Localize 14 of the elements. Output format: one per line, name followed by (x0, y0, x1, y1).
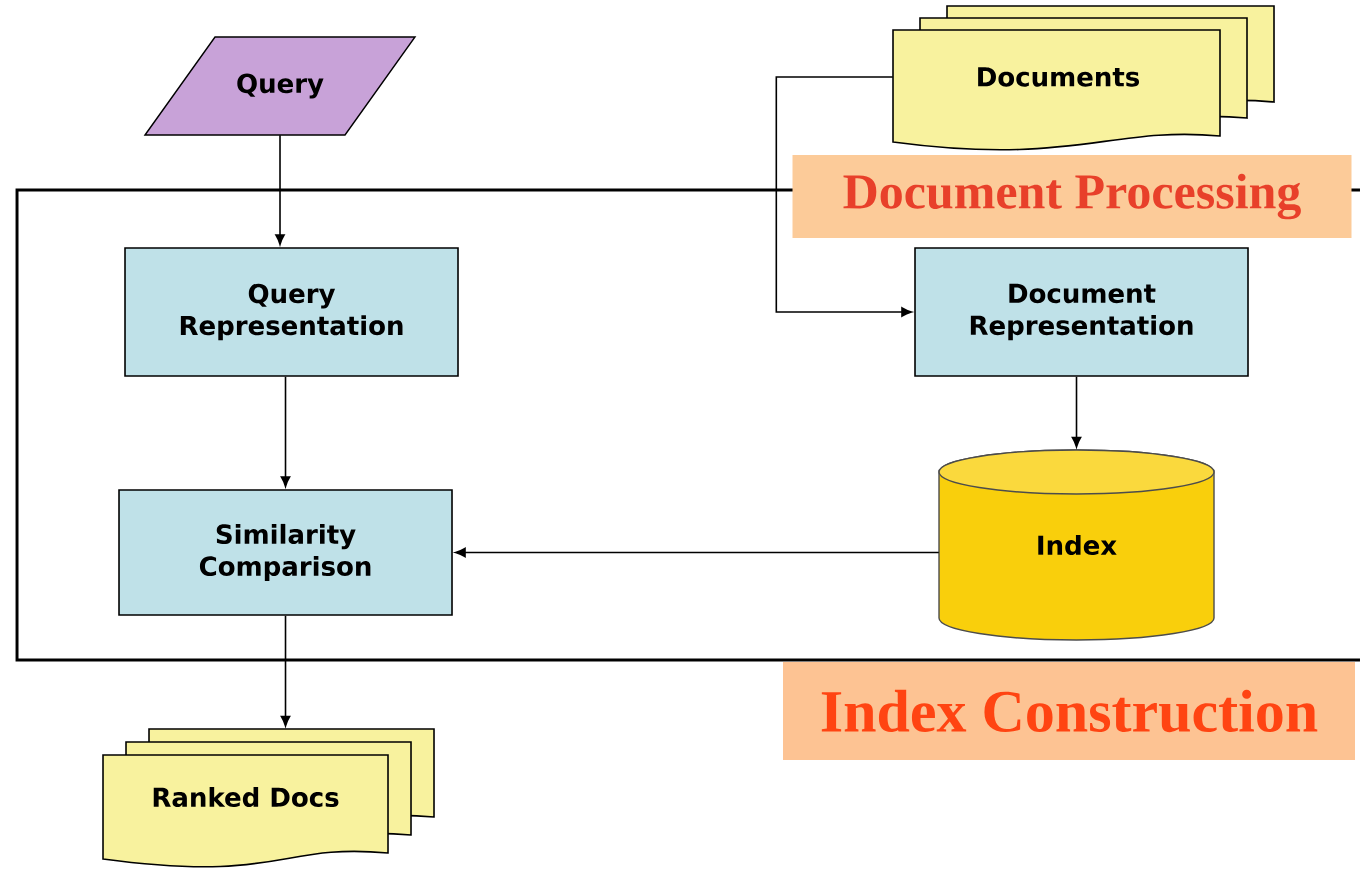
arrow (275, 134, 285, 246)
process-box: Document Representation (914, 247, 1249, 377)
arrow (280, 615, 291, 727)
section-label: Index Construction (783, 662, 1355, 760)
document-stack: Ranked Docs (102, 728, 435, 868)
arrow (280, 376, 291, 488)
section-label: Document Processing (792, 155, 1352, 238)
arrow (454, 547, 940, 558)
arrow (1071, 376, 1082, 448)
process-box: Query Representation (124, 247, 459, 377)
process-box: Similarity Comparison (118, 489, 453, 616)
arrow (775, 76, 913, 317)
database-cylinder: Index (938, 449, 1215, 641)
document-stack: Documents (892, 5, 1275, 151)
